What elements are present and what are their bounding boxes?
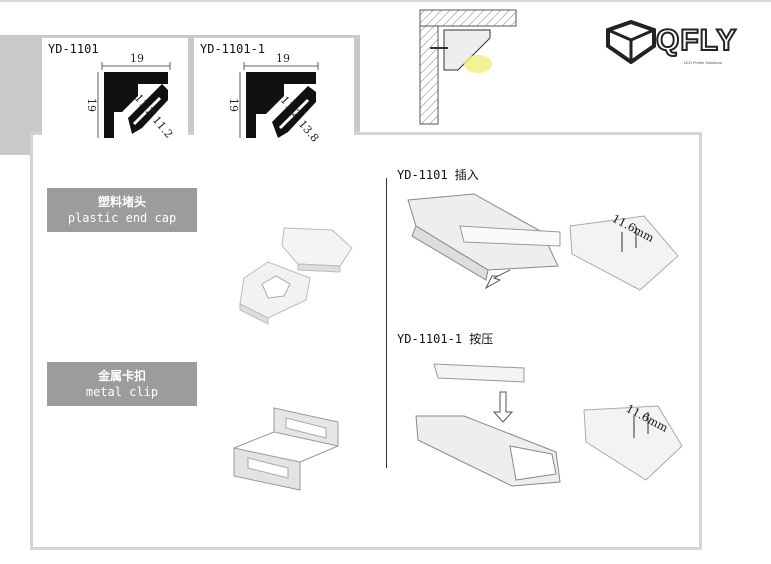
top-divider bbox=[0, 0, 771, 2]
profile-card-yd-1101-1: YD-1101-1 19 19 11.2 13.8 bbox=[194, 38, 354, 148]
profile-dim-b: 13.8 bbox=[296, 118, 322, 145]
measure-detail-illustration bbox=[569, 215, 679, 291]
metal-clip-illustration bbox=[233, 407, 339, 491]
profile-cross-section-drawing: 19 19 11.2 11.2 bbox=[85, 52, 176, 141]
profile-card-yd-1101: YD-1101 19 19 11.2 11.2 bbox=[42, 38, 188, 148]
accessory-name-en: metal clip bbox=[85, 385, 159, 399]
profile-height-dim: 19 bbox=[85, 98, 98, 112]
profile-dim-b: 11.2 bbox=[150, 114, 176, 141]
measure-detail-illustration bbox=[583, 405, 683, 481]
logo-mark-icon bbox=[606, 19, 656, 65]
install-step-title: YD-1101 插入 bbox=[397, 168, 479, 182]
accessory-name-cn: 塑料堵头 bbox=[97, 195, 146, 209]
end-cap-illustration bbox=[239, 227, 353, 325]
logo-brand-text: QFLY bbox=[655, 23, 738, 58]
logo-tagline: LED Profile Solutions bbox=[684, 60, 722, 65]
profile-height-dim: 19 bbox=[227, 98, 240, 112]
install-step-title: YD-1101-1 按压 bbox=[397, 332, 494, 346]
corner-mount-illustration bbox=[419, 9, 517, 125]
section-divider bbox=[386, 178, 387, 468]
profile-width-dim: 19 bbox=[130, 52, 144, 65]
accessory-name-cn: 金属卡扣 bbox=[97, 369, 146, 383]
accessory-name-en: plastic end cap bbox=[67, 211, 177, 225]
accessory-label-metal-clip: 金属卡扣 metal clip bbox=[47, 362, 197, 406]
profile-width-dim: 19 bbox=[276, 52, 290, 65]
profile-model-label: YD-1101 bbox=[48, 42, 99, 56]
profile-model-label: YD-1101-1 bbox=[200, 42, 266, 56]
press-diffuser-illustration bbox=[415, 363, 561, 487]
brand-logo: QFLY LED Profile Solutions bbox=[604, 19, 754, 72]
insert-diffuser-illustration bbox=[407, 193, 561, 290]
accessory-label-end-cap: 塑料堵头 plastic end cap bbox=[47, 188, 197, 232]
profile-cross-section-drawing: 19 19 11.2 13.8 bbox=[227, 52, 322, 145]
